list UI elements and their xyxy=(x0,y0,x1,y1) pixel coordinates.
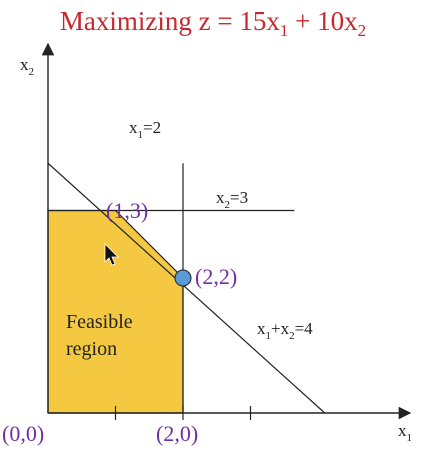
chart-title: Maximizing z = 15x1 + 10x2 xyxy=(60,6,366,40)
y-axis-label: x2 xyxy=(20,55,34,78)
constraint-label-x1-eq-2: x1=2 xyxy=(129,118,161,141)
x-axis-ticks xyxy=(114,406,252,420)
point-label-1-3: (1,3) xyxy=(106,198,148,223)
constraint-label-x2-eq-3: x2=3 xyxy=(216,188,248,211)
point-label-2-2: (2,2) xyxy=(195,264,237,289)
constraint-label-x1-plus-x2-eq-4: x1+x2=4 xyxy=(257,319,313,342)
x-axis-label: x1 xyxy=(398,421,412,444)
optimal-point xyxy=(174,269,192,287)
cursor-icon xyxy=(104,243,119,266)
constraint-line-x1-plus-x2-eq-4 xyxy=(47,162,326,414)
point-label-0-0: (0,0) xyxy=(2,421,44,446)
point-label-2-0: (2,0) xyxy=(156,421,198,446)
feasible-region-label-line2: region xyxy=(66,338,117,360)
feasible-region-label: Feasible xyxy=(66,311,133,333)
